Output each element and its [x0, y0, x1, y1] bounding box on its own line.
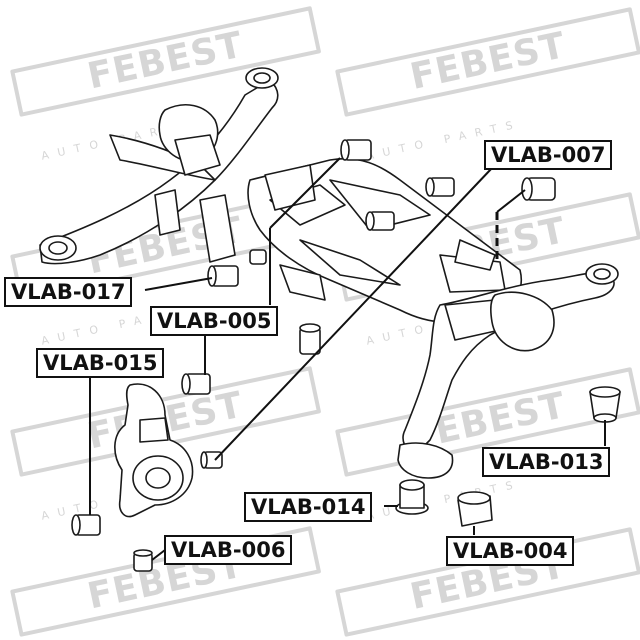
- label-vlab-013: VLAB-013: [482, 447, 611, 477]
- subframe-body: [199, 157, 522, 323]
- label-vlab-007: VLAB-007: [484, 140, 613, 170]
- label-vlab-017: VLAB-017: [4, 277, 133, 307]
- label-vlab-004: VLAB-004: [446, 536, 575, 566]
- label-vlab-015: VLAB-015: [36, 348, 165, 378]
- bushing-006: [133, 549, 153, 572]
- leader-vlab-005-top: [269, 157, 341, 229]
- bushing-014: [395, 479, 429, 515]
- label-vlab-006: VLAB-006: [164, 535, 293, 565]
- leader-vlab-007: [214, 167, 493, 461]
- leader-vlab-007-bushing: [496, 189, 526, 213]
- bushing-005: [200, 451, 223, 469]
- lower-control-arm: [397, 263, 619, 479]
- leader-vlab-017: [144, 277, 213, 291]
- upper-control-arm: [39, 67, 279, 265]
- bushing-knuckle-bottom: [71, 514, 101, 536]
- bushing-007: [521, 177, 556, 201]
- bushing-mid-left: [365, 211, 395, 231]
- label-vlab-014: VLAB-014: [244, 492, 373, 522]
- steering-knuckle: [114, 383, 194, 518]
- bushing-015: [181, 373, 211, 395]
- bushing-small-left: [249, 249, 267, 265]
- label-vlab-005: VLAB-005: [150, 306, 279, 336]
- bushing-004: [457, 491, 493, 527]
- bushing-017: [207, 265, 239, 287]
- bushing-mid: [425, 177, 455, 197]
- bushing-top: [340, 139, 372, 161]
- bushing-center: [299, 323, 321, 355]
- bushing-013: [589, 386, 621, 423]
- leader-vlab-006: [151, 549, 166, 561]
